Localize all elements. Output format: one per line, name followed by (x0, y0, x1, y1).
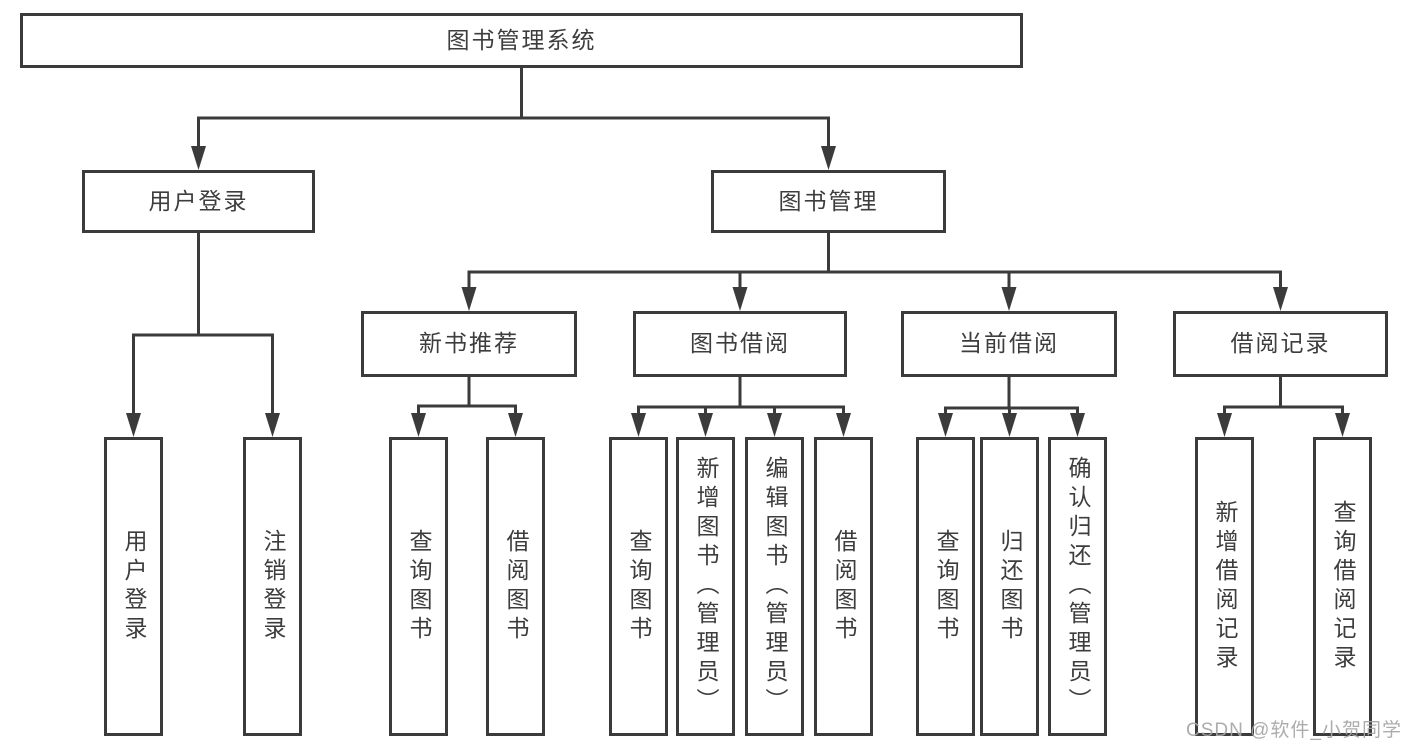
leaf-label: 借阅图书 (503, 528, 529, 645)
leaf-newbooks-query-books: 查询图书 (389, 437, 448, 736)
leaf-bookborrow-edit-books-admin: 编辑图书（管理员） (745, 437, 804, 736)
leaf-label: 借阅图书 (831, 528, 857, 645)
leaf-label: 查询图书 (406, 528, 432, 645)
node-book-borrow: 图书借阅 (633, 311, 847, 377)
leaf-label: 新增借阅记录 (1212, 499, 1238, 674)
csdn-watermark: CSDN @软件_小贺同学 (1186, 720, 1402, 741)
leaf-label: 编辑图书（管理员） (762, 456, 788, 717)
leaf-label: 查询图书 (933, 528, 959, 645)
leaf-records-add-borrow-record: 新增借阅记录 (1195, 437, 1254, 736)
leaf-bookborrow-add-books-admin: 新增图书（管理员） (676, 437, 735, 736)
node-borrow-records: 借阅记录 (1173, 311, 1388, 377)
leaf-logout-login: 注销登录 (243, 437, 302, 736)
leaf-bookborrow-query-books: 查询图书 (609, 437, 668, 736)
node-user-login: 用户登录 (82, 170, 315, 233)
node-label: 新书推荐 (419, 330, 519, 357)
node-label: 当前借阅 (959, 330, 1059, 357)
leaf-label: 确认归还（管理员） (1065, 456, 1091, 717)
leaf-current-return-books: 归还图书 (980, 437, 1039, 736)
node-label: 用户登录 (148, 187, 249, 214)
node-book-management: 图书管理 (711, 170, 946, 233)
leaf-label: 用户登录 (121, 528, 147, 645)
leaf-label: 查询借阅记录 (1330, 499, 1356, 674)
leaf-label: 注销登录 (260, 528, 286, 645)
node-current-borrow: 当前借阅 (901, 311, 1117, 377)
leaf-records-query-borrow-record: 查询借阅记录 (1313, 437, 1372, 736)
node-label: 图书借阅 (690, 330, 790, 357)
leaf-current-query-books: 查询图书 (916, 437, 975, 736)
node-label: 借阅记录 (1230, 330, 1331, 357)
leaf-label: 新增图书（管理员） (693, 456, 719, 717)
leaf-user-login: 用户登录 (104, 437, 163, 736)
leaf-bookborrow-borrow-books: 借阅图书 (814, 437, 873, 736)
leaf-label: 归还图书 (997, 528, 1023, 645)
leaf-label: 查询图书 (626, 528, 652, 645)
node-label: 图书管理系统 (446, 26, 597, 53)
node-library-management-system: 图书管理系统 (20, 13, 1023, 68)
leaf-current-confirm-return-admin: 确认归还（管理员） (1048, 437, 1107, 736)
leaf-newbooks-borrow-books: 借阅图书 (486, 437, 545, 736)
node-new-book-recommend: 新书推荐 (361, 311, 577, 377)
node-label: 图书管理 (778, 187, 879, 214)
